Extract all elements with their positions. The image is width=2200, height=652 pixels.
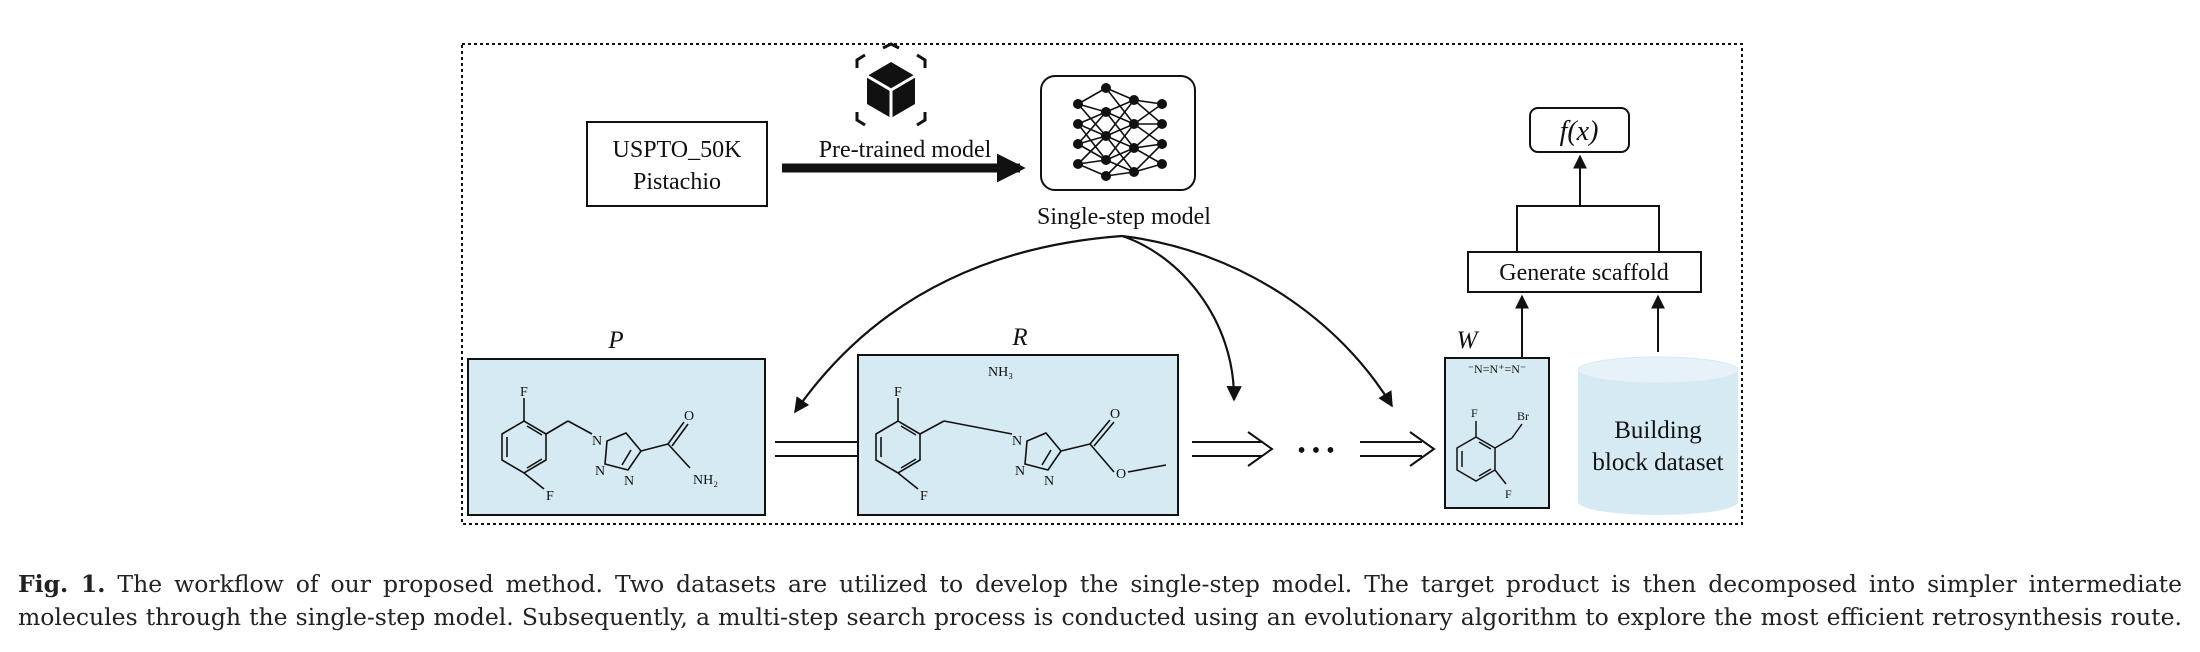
- dataset-box: USPTO_50K Pistachio: [586, 121, 768, 207]
- figure-frame: [461, 43, 1743, 525]
- molecule-r: NH₃ F F N N N O O: [857, 354, 1179, 516]
- p-atom-nh2: NH₂: [693, 473, 718, 488]
- r-atom-f2: F: [920, 489, 928, 504]
- building-block-line2: block dataset: [1592, 449, 1723, 476]
- p-atom-o: O: [684, 409, 694, 424]
- p-atom-n3: N: [624, 474, 634, 489]
- molecule-w: ⁻N=N⁺=N⁻ F F Br: [1444, 357, 1550, 509]
- r-atom-n1: N: [1012, 434, 1022, 449]
- curve-arrow-to-p: [794, 234, 1123, 414]
- double-arrow-3: [1360, 431, 1436, 467]
- pretrained-label: Pre-trained model: [819, 137, 992, 163]
- molecule-label-p: P: [607, 327, 623, 354]
- dataset-pistachio: Pistachio: [633, 169, 721, 195]
- r-atom-o1: O: [1110, 407, 1120, 422]
- r-atom-o2: O: [1116, 467, 1126, 482]
- caption-text: The workflow of our proposed method. Two…: [117, 570, 2182, 598]
- p-atom-n1: N: [592, 434, 602, 449]
- w-azide: ⁻N=N⁺=N⁻: [1468, 362, 1527, 376]
- molecule-p: F F N N N O NH₂: [467, 358, 766, 516]
- p-atom-n2: N: [595, 464, 605, 479]
- caption-line-2: molecules through the single-step model.…: [18, 603, 2182, 631]
- curve-arrow-to-w: [1121, 234, 1393, 408]
- dataset-uspto: USPTO_50K: [613, 137, 743, 163]
- w-atom-br: Br: [1517, 409, 1529, 423]
- bracket-connector: [1516, 205, 1660, 252]
- fx-label: f(x): [1560, 116, 1599, 147]
- fx-box: f(x): [1529, 107, 1630, 153]
- figure-caption: Fig. 1. The workflow of our proposed met…: [18, 568, 2182, 634]
- ellipsis: • • •: [1297, 438, 1334, 464]
- r-atom-n3: N: [1044, 474, 1054, 489]
- workflow-diagram: USPTO_50K Pistachio Pre-trained model: [461, 42, 1743, 525]
- molecule-label-w: W: [1457, 327, 1480, 354]
- r-atom-n2: N: [1015, 464, 1025, 479]
- p-atom-f1: F: [520, 385, 528, 400]
- generate-scaffold-box: Generate scaffold: [1467, 251, 1702, 293]
- caption-label: Fig. 1.: [18, 570, 106, 598]
- w-atom-f1: F: [1471, 406, 1478, 420]
- building-block-line1: Building: [1614, 417, 1702, 444]
- double-arrow-2: [1192, 431, 1274, 467]
- w-atom-f2: F: [1505, 487, 1512, 501]
- curve-arrow-to-dots: [1121, 234, 1242, 402]
- single-step-label: Single-step model: [1037, 204, 1211, 230]
- single-step-model-box: [1040, 75, 1196, 191]
- p-atom-f2: F: [546, 489, 554, 504]
- molecule-label-r: R: [1011, 324, 1027, 351]
- r-atom-nh3: NH₃: [988, 365, 1013, 380]
- cube-icon: [855, 42, 927, 127]
- caption-line-1: Fig. 1. The workflow of our proposed met…: [18, 568, 2182, 601]
- building-block-cylinder: Building block dataset: [1577, 356, 1739, 515]
- generate-scaffold-label: Generate scaffold: [1499, 260, 1668, 286]
- r-atom-f1: F: [894, 385, 902, 400]
